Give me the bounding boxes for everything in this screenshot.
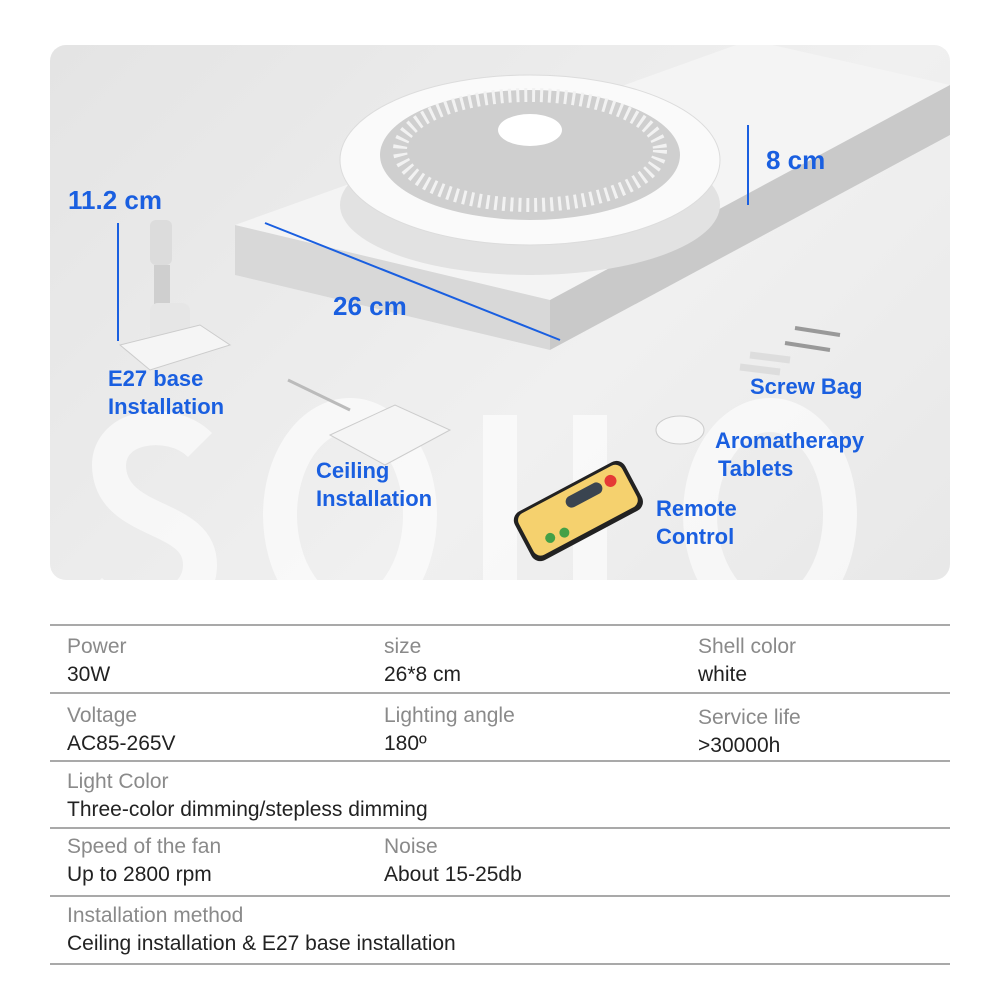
aroma-tablet	[655, 415, 705, 445]
product-image: 8 cm 26 cm 11.2 cm E27 base Installation…	[50, 45, 950, 580]
ceiling-plate	[287, 378, 452, 466]
fan-height-label: 8 cm	[766, 145, 826, 175]
remote-label-line2: Control	[656, 524, 735, 549]
ceiling-label-line1: Ceiling	[316, 458, 390, 483]
watermark-logo	[92, 398, 857, 580]
aroma-label-line1: Aromatherapy	[715, 428, 865, 453]
aroma-label-line2: Tablets	[718, 456, 794, 481]
remote-label-line1: Remote	[656, 496, 737, 521]
base-height-label: 11.2 cm	[68, 185, 162, 215]
e27-label-line2: Installation	[108, 394, 225, 419]
screws	[739, 326, 841, 376]
ceiling-label-line2: Installation	[316, 486, 433, 511]
spec-service-life: Service life>30000h	[698, 706, 801, 757]
fan-light	[339, 74, 721, 275]
e27-label-line1: E27 base	[108, 366, 204, 391]
fan-width-label: 26 cm	[333, 291, 407, 321]
remote-control	[513, 460, 643, 562]
screw-bag-label: Screw Bag	[750, 374, 863, 399]
product-illustration	[118, 45, 950, 562]
e27-base	[118, 220, 232, 371]
